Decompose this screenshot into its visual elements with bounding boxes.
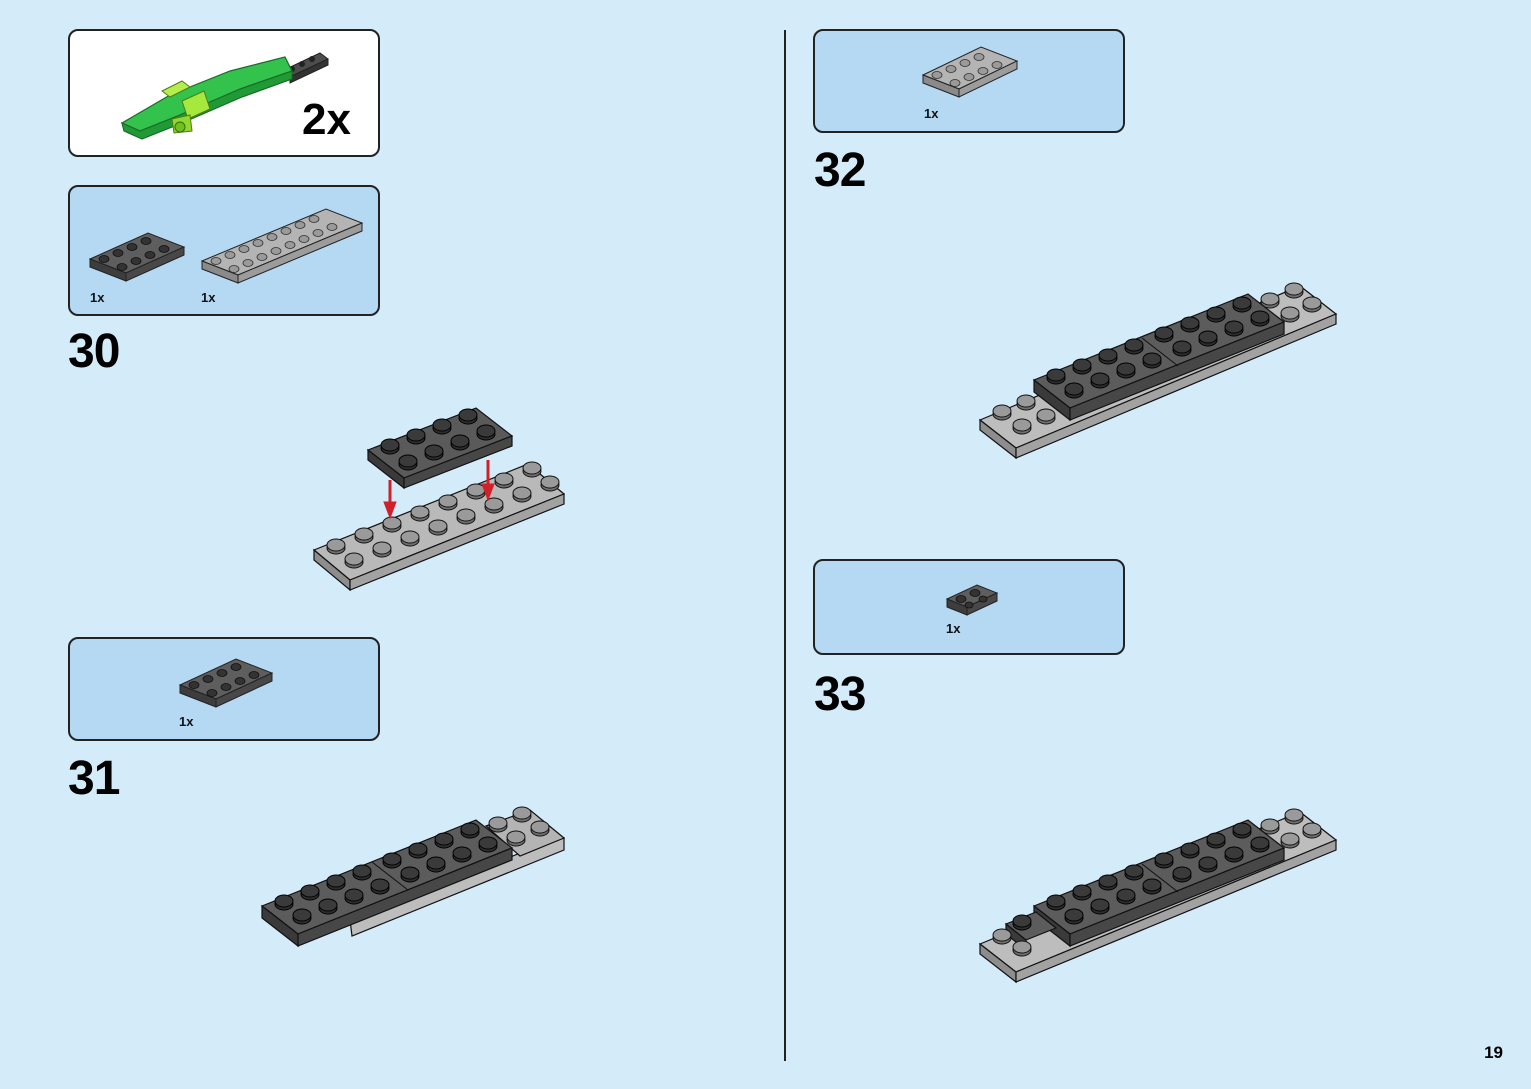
step-33-assembly-image xyxy=(980,809,1336,982)
page-number: 19 xyxy=(1484,1043,1503,1063)
step-32-assembly-image xyxy=(980,283,1336,458)
step-31-assembly-image xyxy=(262,807,564,946)
step-30-assembly-image xyxy=(314,408,564,590)
